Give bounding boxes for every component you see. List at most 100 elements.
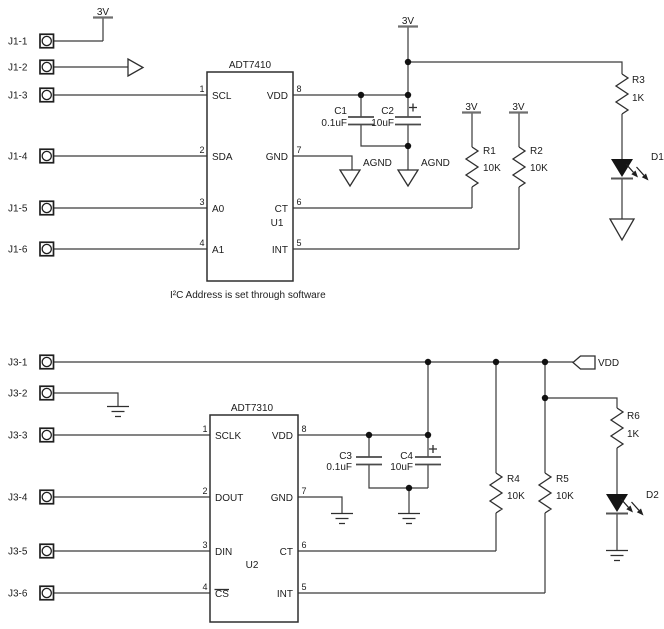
component-ref: R4 [507, 474, 520, 485]
top-circuit: J1-1 J1-2 J1-3 J1-4 J1-5 J1-6 3V 3V 3V 3… [8, 7, 664, 301]
connector-label: J1-1 [8, 37, 28, 48]
pin-number: 7 [297, 145, 302, 155]
resistor-r3: R3 1K [614, 73, 645, 115]
gnd-triangle-icon [608, 218, 636, 242]
resistor-r2: R2 10K [511, 146, 548, 188]
component-ref: C3 [339, 451, 352, 462]
pin-number: 8 [297, 84, 302, 94]
connector-label: J3-6 [8, 589, 28, 600]
component-value: 0.1uF [326, 462, 352, 473]
plus-icon [429, 445, 437, 453]
pin-name: CT [280, 547, 293, 558]
connector-label: J3-2 [8, 389, 28, 400]
pin-number: 1 [202, 424, 207, 434]
plus-icon [409, 103, 417, 112]
component-value: 10K [483, 163, 501, 174]
connector-j1: J1-1 J1-2 J1-3 J1-4 J1-5 J1-6 [8, 33, 55, 257]
agnd-label: AGND [363, 158, 392, 169]
component-ref: C1 [334, 106, 347, 117]
connector-label: J3-5 [8, 547, 28, 558]
pin-number: 2 [199, 145, 204, 155]
connector-label: J3-4 [8, 493, 28, 504]
pin-name: SDA [212, 152, 233, 163]
component-value: 10uF [371, 118, 394, 129]
component-ref: C2 [381, 106, 394, 117]
pin-name: DOUT [215, 493, 243, 504]
agnd-triangle-icon [338, 169, 362, 188]
capacitor-c4: C4 10uF [390, 445, 441, 473]
connector-label: J1-2 [8, 63, 28, 74]
resistor-r1: R1 10K [464, 146, 501, 188]
power-3v-label: 3V [402, 16, 415, 27]
vdd-flag-icon [572, 355, 596, 370]
vdd-label: VDD [598, 358, 619, 369]
power-3v-label: 3V [97, 7, 110, 18]
bottom-circuit: J3-1 J3-2 J3-3 J3-4 J3-5 J3-6 VDD ADT731… [8, 354, 659, 623]
capacitor-c3: C3 0.1uF [326, 451, 382, 473]
pin-name: VDD [267, 91, 288, 102]
resistor-r5: R5 10K [537, 472, 574, 514]
i2c-note: I²C Address is set through software [170, 290, 326, 301]
pin-name: GND [266, 152, 288, 163]
pin-number: 7 [302, 486, 307, 496]
component-value: 1K [627, 429, 640, 440]
bottom-junction-dots [365, 358, 549, 492]
pin-name: CT [275, 204, 288, 215]
pin-number: 3 [202, 540, 207, 550]
power-3v-label: 3V [465, 102, 478, 113]
connector-label: J1-3 [8, 91, 28, 102]
component-ref: R6 [627, 411, 640, 422]
chip-u1: ADT7410 U1 SCL SDA A0 A1 VDD GND CT INT … [199, 60, 302, 282]
component-value: 0.1uF [321, 118, 347, 129]
pin-number: 4 [199, 238, 204, 248]
pin-name: SCLK [215, 431, 241, 442]
pin-name: A1 [212, 245, 225, 256]
offpage-arrow-icon [127, 57, 145, 78]
chip-ref-label: U2 [246, 560, 259, 571]
chip-part-label: ADT7410 [229, 60, 272, 71]
pin-name: CS [215, 589, 229, 600]
component-ref: R1 [483, 146, 496, 157]
connector-label: J1-6 [8, 245, 28, 256]
chip-part-label: ADT7310 [231, 403, 274, 414]
power-3v-label: 3V [512, 102, 525, 113]
component-ref: C4 [400, 451, 413, 462]
led-d2: D2 [606, 490, 659, 516]
pin-name: A0 [212, 204, 225, 215]
pin-name: INT [277, 589, 293, 600]
led-d1: D1 [608, 152, 664, 242]
component-value: 10K [556, 491, 574, 502]
agnd-label: AGND [421, 158, 450, 169]
component-ref: R3 [632, 75, 645, 86]
component-value: 10K [530, 163, 548, 174]
capacitor-c2: C2 10uF [371, 103, 421, 129]
vdd-tag: VDD [572, 355, 619, 370]
connector-label: J3-3 [8, 431, 28, 442]
connector-j3: J3-1 J3-2 J3-3 J3-4 J3-5 J3-6 [8, 354, 55, 601]
pin-number: 8 [302, 424, 307, 434]
pin-number: 1 [199, 84, 204, 94]
pin-number: 4 [202, 582, 207, 592]
component-ref: R2 [530, 146, 543, 157]
capacitor-c1: C1 0.1uF [321, 106, 374, 129]
agnd-triangle-icon [396, 169, 420, 188]
component-value: 10uF [390, 462, 413, 473]
pin-number: 5 [297, 238, 302, 248]
connector-label: J3-1 [8, 358, 28, 369]
component-value: 1K [632, 93, 645, 104]
earth-ground-icon [107, 405, 628, 562]
component-ref: R5 [556, 474, 569, 485]
pin-number: 5 [302, 582, 307, 592]
pin-number: 6 [297, 197, 302, 207]
resistor-r6: R6 1K [609, 407, 640, 449]
connector-pin-icon [39, 33, 55, 257]
top-wires [53, 18, 623, 250]
pin-name: DIN [215, 547, 232, 558]
component-value: 10K [507, 491, 525, 502]
chip-u2: ADT7310 U2 SCLK DOUT DIN CS VDD GND CT I… [202, 403, 307, 623]
component-ref: D1 [651, 152, 664, 163]
led-triangle-icon [606, 494, 628, 512]
pin-name: GND [271, 493, 293, 504]
pin-number: 6 [302, 540, 307, 550]
